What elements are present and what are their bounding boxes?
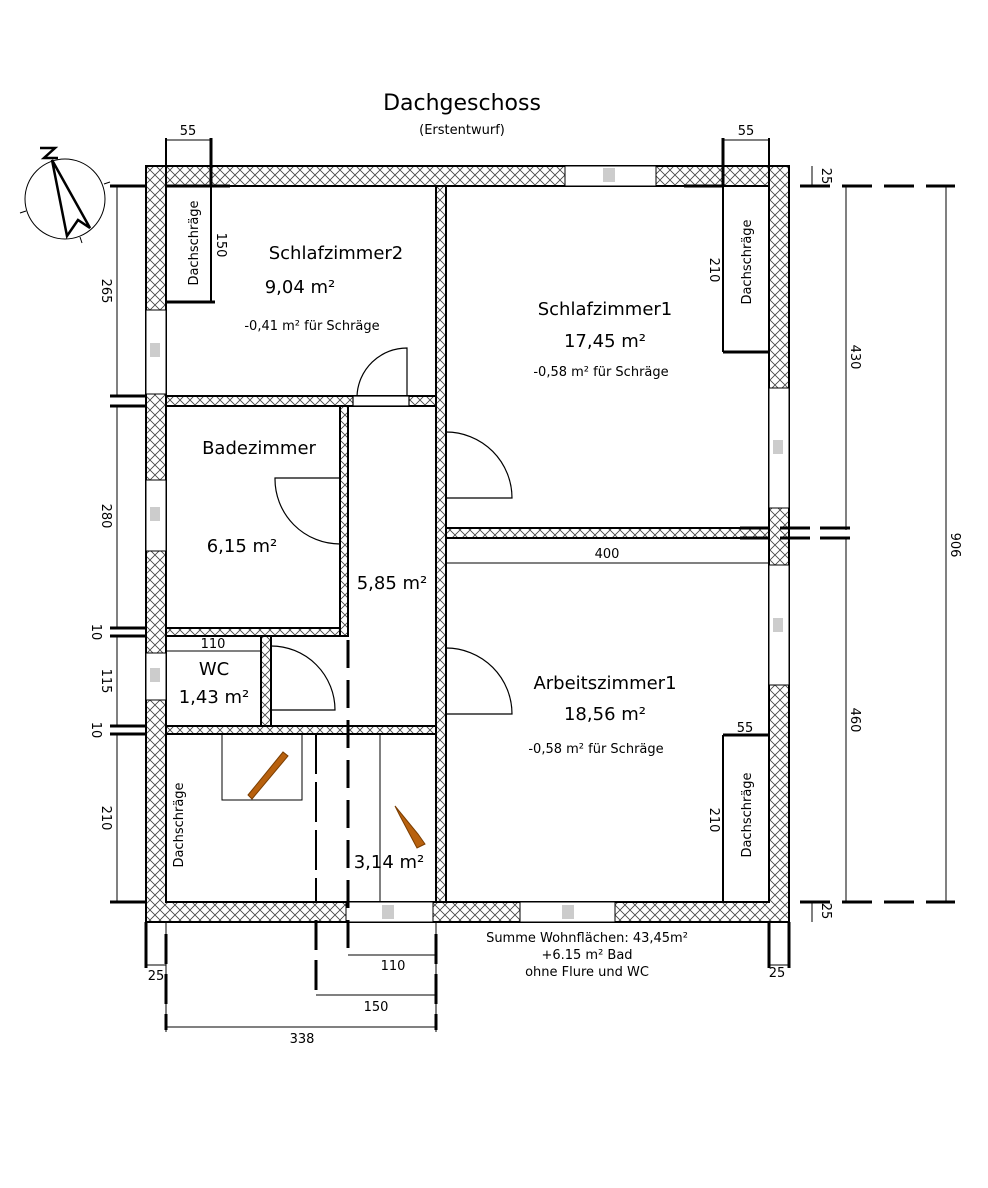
dim-label: 210 xyxy=(706,258,721,283)
dimension-extensions xyxy=(110,184,955,1030)
dim-label: 55 xyxy=(180,124,197,139)
dim-label: 25 xyxy=(818,903,833,920)
room-name-schlafzimmer2: Schlafzimmer2 xyxy=(269,243,404,264)
dim-label: 430 xyxy=(847,345,862,370)
dim-label: 110 xyxy=(201,637,226,652)
windows xyxy=(145,165,790,923)
staircase-icon xyxy=(247,751,289,800)
dimension-lines xyxy=(116,166,947,1032)
compass-north-arrow-icon xyxy=(19,146,111,244)
door-arbeitszimmer1 xyxy=(445,647,513,715)
dim-label: 338 xyxy=(290,1032,315,1047)
dim-label: 150 xyxy=(213,233,228,258)
summary-line-3: ohne Flure und WC xyxy=(525,965,649,980)
dim-label: 10 xyxy=(88,722,103,739)
slope-label: Dachschräge xyxy=(740,219,755,304)
door-badezimmer xyxy=(274,477,341,545)
slope-label: Dachschräge xyxy=(740,772,755,857)
dim-label: 210 xyxy=(706,808,721,833)
room-area-schlafzimmer1: 17,45 m² xyxy=(564,331,646,352)
slope-label: Dachschräge xyxy=(187,200,202,285)
slope-markers xyxy=(165,138,770,902)
door-schlafzimmer1 xyxy=(445,431,513,499)
dim-label: 115 xyxy=(98,669,113,694)
dim-label: 460 xyxy=(847,708,862,733)
plan-subtitle: (Erstentwurf) xyxy=(419,123,505,138)
dim-label: 210 xyxy=(98,806,113,831)
dim-label: 55 xyxy=(737,721,754,736)
dim-label: 55 xyxy=(738,124,755,139)
door-wc xyxy=(270,645,336,711)
room-name-arbeitszimmer1: Arbeitszimmer1 xyxy=(533,673,676,694)
dim-label: 10 xyxy=(88,624,103,641)
dim-label: 280 xyxy=(98,504,113,529)
dim-label: 265 xyxy=(98,279,113,304)
door-schlafzimmer2 xyxy=(356,347,408,397)
room-note-schlafzimmer2: -0,41 m² für Schräge xyxy=(244,319,379,334)
stairwell xyxy=(221,640,426,960)
room-area-arbeitszimmer1: 18,56 m² xyxy=(564,704,646,725)
room-area-flur: 5,85 m² xyxy=(357,573,428,594)
room-note-schlafzimmer1: -0,58 m² für Schräge xyxy=(533,365,668,380)
room-name-badezimmer: Badezimmer xyxy=(202,438,316,459)
walls xyxy=(145,165,790,923)
room-area-badezimmer: 6,15 m² xyxy=(207,536,278,557)
plan-title: Dachgeschoss xyxy=(383,91,541,116)
dim-label: 25 xyxy=(148,969,165,984)
north-label-icon xyxy=(40,146,59,160)
dim-label: 150 xyxy=(364,1000,389,1015)
dim-label: 906 xyxy=(947,533,962,558)
summary-line-2: +6.15 m² Bad xyxy=(541,948,632,963)
room-name-wc: WC xyxy=(199,659,229,680)
room-area-schlafzimmer2: 9,04 m² xyxy=(265,277,336,298)
dim-label: 25 xyxy=(818,168,833,185)
dimension-labels: 55 55 25 265 150 210 430 906 280 10 115 … xyxy=(88,124,962,1047)
summary-line-1: Summe Wohnflächen: 43,45m² xyxy=(486,931,688,946)
dim-label: 110 xyxy=(381,959,406,974)
room-name-schlafzimmer1: Schlafzimmer1 xyxy=(538,299,673,320)
room-area-treppe: 3,14 m² xyxy=(354,852,425,873)
staircase-icon xyxy=(394,805,426,849)
dim-label: 400 xyxy=(595,547,620,562)
slope-label: Dachschräge xyxy=(172,782,187,867)
dim-label: 25 xyxy=(769,966,786,981)
room-note-arbeitszimmer1: -0,58 m² für Schräge xyxy=(528,742,663,757)
room-area-wc: 1,43 m² xyxy=(179,687,250,708)
doors xyxy=(270,347,513,715)
